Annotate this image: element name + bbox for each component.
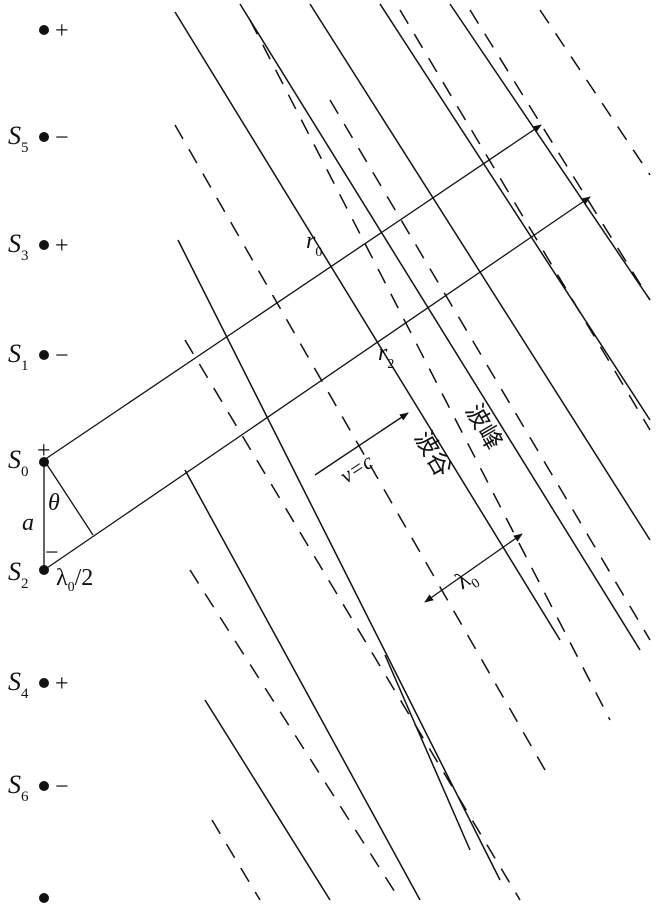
polarity-sign: +: [55, 671, 69, 697]
trough-line: [539, 9, 651, 176]
crest-line: [239, 3, 641, 651]
velocity-label: v=c: [335, 448, 378, 488]
source-dot: [39, 240, 49, 250]
source-name: S2: [8, 557, 29, 592]
source-dots: [39, 25, 49, 903]
trough-line: [211, 819, 261, 901]
trough-line: [189, 569, 401, 901]
wavefronts: [174, 3, 651, 901]
polarity-sign: +: [55, 233, 69, 259]
trough-line: [249, 19, 611, 721]
source-dot: [39, 893, 49, 903]
trough-line: [469, 9, 651, 301]
source-dot: [39, 678, 49, 688]
crest-line: [174, 11, 561, 641]
polarity-sign: −: [45, 540, 59, 566]
r2-label: r2: [378, 340, 394, 372]
source-name: S5: [8, 121, 29, 156]
ray-r2: [43, 196, 591, 571]
crest-label: 波峰: [460, 399, 508, 455]
trough-line: [399, 9, 651, 431]
r0-label: r0: [306, 228, 322, 260]
trough-line: [174, 124, 546, 771]
path-difference-label: λ0/2: [56, 565, 93, 595]
source-name: S6: [8, 770, 29, 805]
source-dot: [39, 781, 49, 791]
source-name: S4: [8, 667, 29, 702]
crest-line: [384, 654, 471, 851]
wavelength-arrow: [424, 533, 523, 603]
path-difference-segment: [43, 459, 94, 536]
crest-line: [184, 469, 421, 901]
source-name: S0: [8, 445, 29, 480]
crest-line: [204, 699, 331, 901]
trough-line: [329, 99, 651, 641]
source-dot: [39, 350, 49, 360]
spacing-label: a: [22, 510, 34, 536]
crest-line: [449, 3, 651, 301]
wavelength-label: λ0: [451, 563, 483, 598]
source-dot: [39, 457, 49, 467]
trough-line: [184, 339, 521, 901]
polarity-sign: −: [55, 125, 69, 151]
polarity-sign: −: [55, 343, 69, 369]
source-dot: [39, 25, 49, 35]
ray-r0: [43, 124, 542, 461]
polarity-sign: −: [55, 774, 69, 800]
crest-line: [177, 239, 501, 881]
source-dot: [39, 565, 49, 575]
polarity-sign: +: [55, 18, 69, 44]
crest-line: [379, 3, 651, 421]
velocity-arrow: [314, 412, 409, 476]
source-dot: [39, 132, 49, 142]
polarity-sign: +: [37, 438, 51, 464]
source-name: S3: [8, 229, 29, 264]
rays: [43, 124, 591, 571]
angle-label: θ: [48, 490, 60, 516]
source-name: S1: [8, 339, 29, 374]
trough-label: 波谷: [409, 426, 457, 482]
